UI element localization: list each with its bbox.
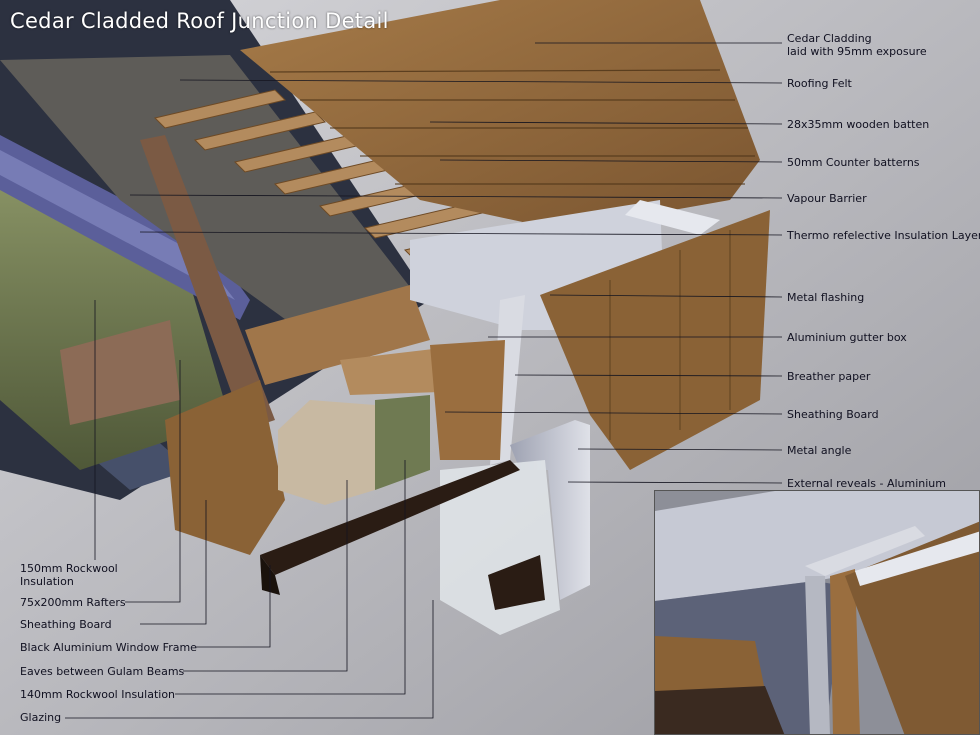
- label-rockwool-150: 150mm Rockwool Insulation: [20, 562, 118, 588]
- rafter-end: [60, 320, 180, 425]
- diagram-title: Cedar Cladded Roof Junction Detail: [10, 9, 389, 33]
- label-rafters: 75x200mm Rafters: [20, 596, 126, 609]
- label-rockwool-150-line1: 150mm Rockwool: [20, 562, 118, 575]
- flashing-top: [625, 200, 720, 235]
- label-thermo-insulation: Thermo refelective Insulation Layer: [787, 229, 980, 242]
- shingle-courses: [269, 69, 755, 185]
- roofing-felt-plane: [0, 55, 420, 330]
- label-rockwool-140: 140mm Rockwool Insulation: [20, 688, 176, 701]
- vapour-barrier-highlight: [0, 150, 235, 300]
- inset-artwork: [655, 491, 979, 734]
- leader-lines-right: [129, 42, 783, 484]
- inset-detail-view: [654, 490, 980, 735]
- label-sheathing-board-left: Sheathing Board: [20, 618, 112, 631]
- label-aluminium-gutter: Aluminium gutter box: [787, 331, 907, 344]
- sheathing-board-front: [165, 380, 285, 555]
- sheathing-board-stud: [430, 340, 505, 460]
- rafter: [140, 135, 275, 430]
- label-cedar-cladding-line2: laid with 95mm exposure: [787, 45, 927, 58]
- eaves-beam: [245, 285, 430, 385]
- label-wooden-batten: 28x35mm wooden batten: [787, 118, 930, 131]
- label-cedar-cladding: Cedar Cladding laid with 95mm exposure: [787, 32, 927, 58]
- cedar-shingles: [240, 0, 760, 230]
- wall-cladding: [540, 210, 770, 470]
- label-external-reveals: External reveals - Aluminium: [787, 477, 946, 490]
- insulation-block: [278, 400, 375, 505]
- window-frame-jamb: [488, 555, 545, 610]
- label-cedar-cladding-line1: Cedar Cladding: [787, 32, 872, 45]
- window-frame-head: [260, 460, 520, 575]
- label-metal-flashing: Metal flashing: [787, 291, 865, 304]
- label-breather-paper: Breather paper: [787, 370, 871, 383]
- label-glazing: Glazing: [20, 711, 62, 724]
- label-eaves: Eaves between Gulam Beams: [20, 665, 185, 678]
- label-counter-battens: 50mm Counter batterns: [787, 156, 920, 169]
- label-metal-angle: Metal angle: [787, 444, 852, 457]
- label-window-frame: Black Aluminium Window Frame: [20, 641, 197, 654]
- leader-lines-left: [65, 300, 434, 719]
- label-sheathing-board-right: Sheathing Board: [787, 408, 879, 421]
- label-vapour-barrier: Vapour Barrier: [787, 192, 867, 205]
- label-rockwool-150-line2: Insulation: [20, 575, 74, 588]
- label-roofing-felt: Roofing Felt: [787, 77, 852, 90]
- rockwool-140-block: [375, 395, 430, 490]
